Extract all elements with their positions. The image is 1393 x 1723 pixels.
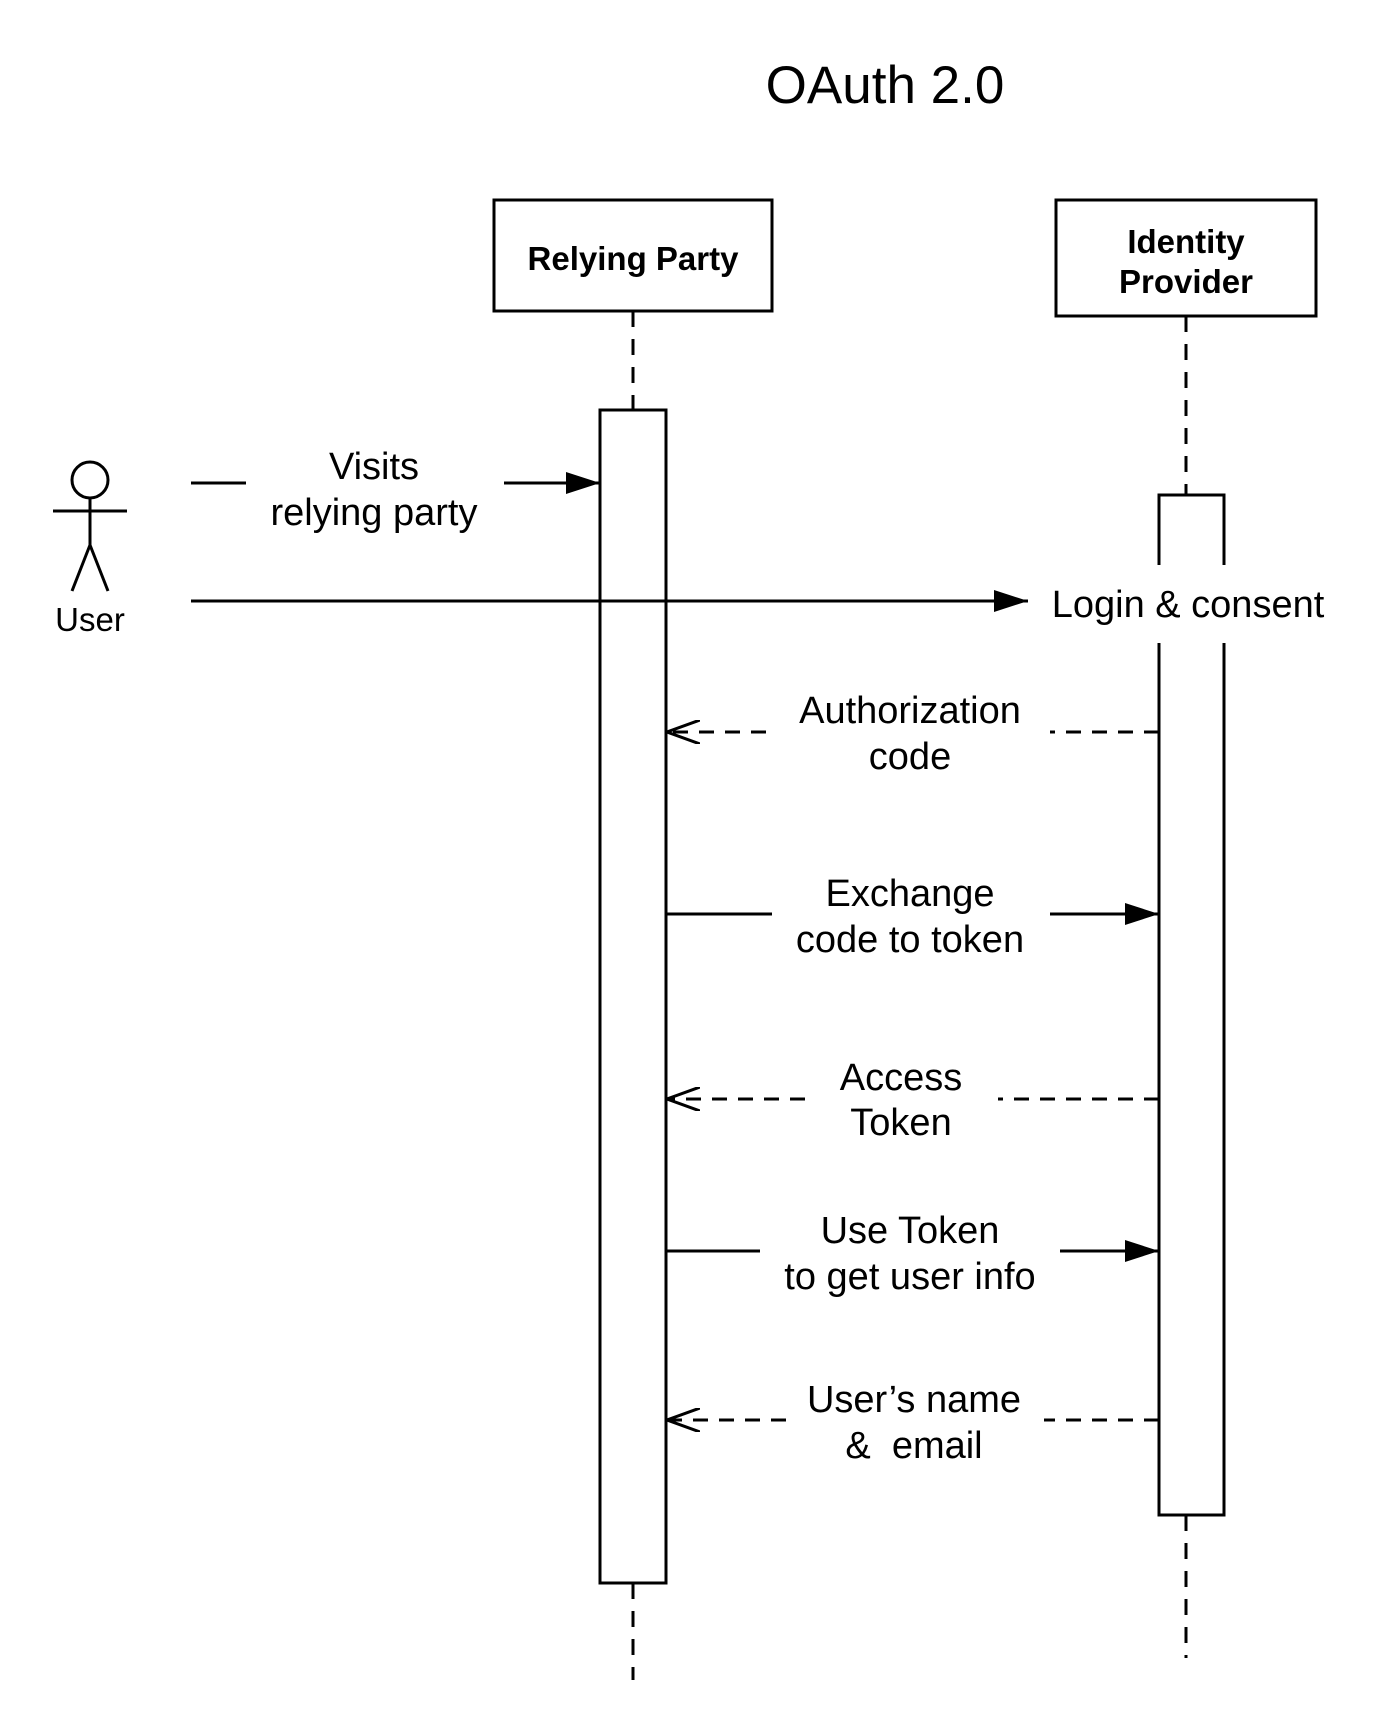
message-7-label-line2: & email bbox=[845, 1425, 982, 1467]
message-4-label-line2: code to token bbox=[796, 919, 1024, 961]
message-authorization-code: Authorization code bbox=[667, 690, 1159, 778]
stick-figure-icon bbox=[53, 460, 127, 592]
message-visits-relying-party: Visits relying party bbox=[191, 446, 600, 534]
message-6-label-line2: to get user info bbox=[784, 1256, 1035, 1298]
message-login-consent: Login & consent bbox=[191, 565, 1344, 643]
message-5-label-line2: Token bbox=[850, 1102, 951, 1144]
message-user-name-email: User’s name & email bbox=[667, 1379, 1159, 1467]
message-use-token: Use Token to get user info bbox=[666, 1210, 1159, 1298]
message-6-label-line1: Use Token bbox=[821, 1210, 1000, 1252]
message-1-label-line1: Visits bbox=[329, 446, 419, 488]
identity-provider-activation bbox=[1157, 493, 1226, 1517]
relying-party-box bbox=[492, 198, 774, 313]
identity-provider-label-line2: Provider bbox=[1119, 263, 1253, 300]
diagram-title: OAuth 2.0 bbox=[766, 56, 1005, 115]
identity-provider-label-line1: Identity bbox=[1127, 223, 1245, 260]
user-label: User bbox=[55, 601, 125, 638]
identity-provider-box bbox=[1054, 198, 1318, 318]
user-actor: User bbox=[53, 460, 127, 638]
message-5-label-line1: Access bbox=[840, 1057, 962, 1099]
message-exchange-code: Exchange code to token bbox=[666, 873, 1159, 961]
message-3-label-line2: code bbox=[869, 736, 951, 778]
message-7-label-line1: User’s name bbox=[807, 1379, 1021, 1421]
message-2-label: Login & consent bbox=[1052, 584, 1325, 626]
identity-provider-participant: Identity Provider bbox=[1054, 198, 1318, 318]
message-3-label-line1: Authorization bbox=[799, 690, 1021, 732]
relying-party-participant: Relying Party bbox=[492, 198, 774, 313]
message-4-label-line1: Exchange bbox=[825, 873, 994, 915]
message-2-label-background bbox=[1032, 565, 1344, 643]
message-access-token: Access Token bbox=[667, 1057, 1159, 1144]
message-1-label-line2: relying party bbox=[271, 492, 478, 534]
relying-party-label: Relying Party bbox=[528, 240, 740, 277]
relying-party-activation bbox=[598, 408, 668, 1585]
